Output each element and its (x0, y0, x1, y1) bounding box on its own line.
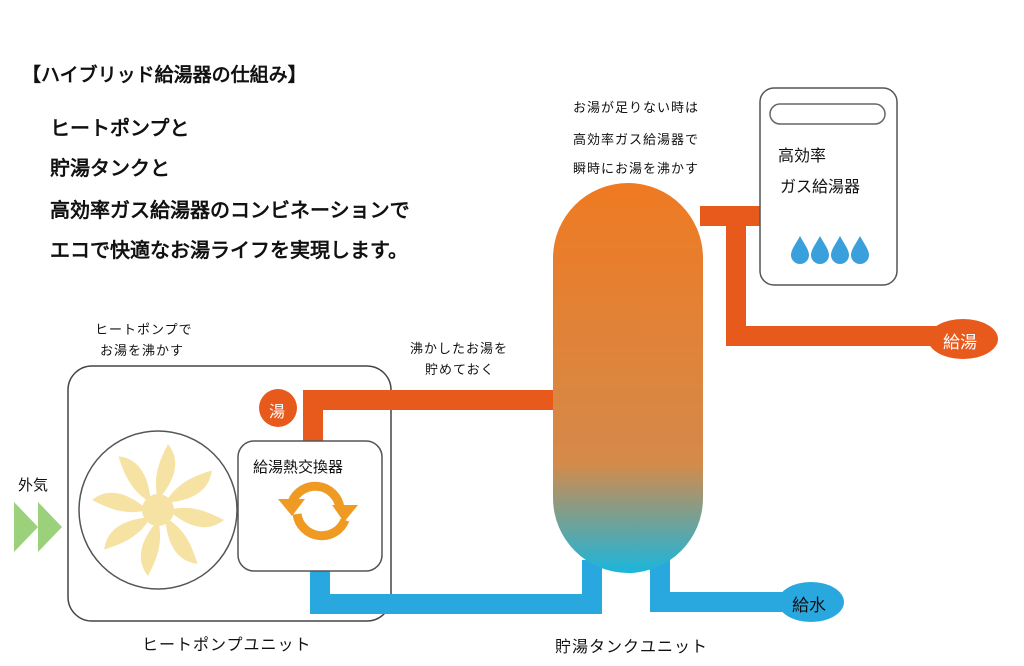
flame-icon (791, 236, 869, 264)
heatpump-unit-label: ヒートポンプユニット (142, 635, 312, 654)
note-tank-line-2: 貯めておく (425, 363, 495, 378)
note-heatpump-line-1: ヒートポンプで (95, 323, 193, 338)
hot-water-badge-label: 湯 (269, 402, 286, 421)
note-gas-line-2: 高効率ガス給湯器で (573, 133, 700, 148)
cold-pipe-water-supply (650, 560, 800, 612)
heat-exchanger-box (237, 440, 383, 572)
storage-tank (553, 183, 703, 573)
intro-line-2: 貯湯タンクと (50, 156, 170, 180)
outside-air-label: 外気 (18, 476, 49, 494)
hot-pipe-heatpump-to-tank (303, 390, 553, 450)
cycle-arrows-icon (287, 481, 350, 541)
fan-icon (92, 444, 224, 576)
intro-line-4: エコで快適なお湯ライフを実現します。 (50, 238, 408, 262)
hot-supply-pill (928, 319, 998, 359)
tank-unit-label: 貯湯タンクユニット (555, 637, 709, 656)
page-title: 【ハイブリッド給湯器の仕組み】 (22, 64, 307, 86)
water-supply-label: 給水 (792, 596, 826, 616)
cold-pipe-tank-to-heatpump (310, 560, 602, 614)
note-tank-line-1: 沸かしたお湯を (410, 342, 509, 357)
note-gas-line-1: お湯が足りない時は (573, 101, 700, 116)
water-supply-pill (778, 582, 844, 622)
note-gas-line-3: 瞬時にお湯を沸かす (573, 162, 700, 177)
hot-supply-label: 給湯 (943, 333, 977, 353)
note-heatpump-line-2: お湯を沸かす (100, 344, 185, 359)
gas-heater-panel-slot (769, 103, 886, 125)
hot-water-badge (259, 389, 297, 427)
intro-line-3: 高効率ガス給湯器のコンビネーションで (50, 198, 410, 222)
intro-line-1: ヒートポンプと (50, 116, 190, 140)
gas-heater-label-line-2: ガス給湯器 (780, 177, 861, 196)
gas-heater-label-line-1: 高効率 (778, 146, 827, 165)
hot-pipe-hot-supply (726, 216, 945, 346)
double-chevron-right-icon (14, 502, 62, 552)
gas-heater-box (759, 87, 898, 286)
heat-exchanger-label: 給湯熱交換器 (253, 458, 344, 476)
